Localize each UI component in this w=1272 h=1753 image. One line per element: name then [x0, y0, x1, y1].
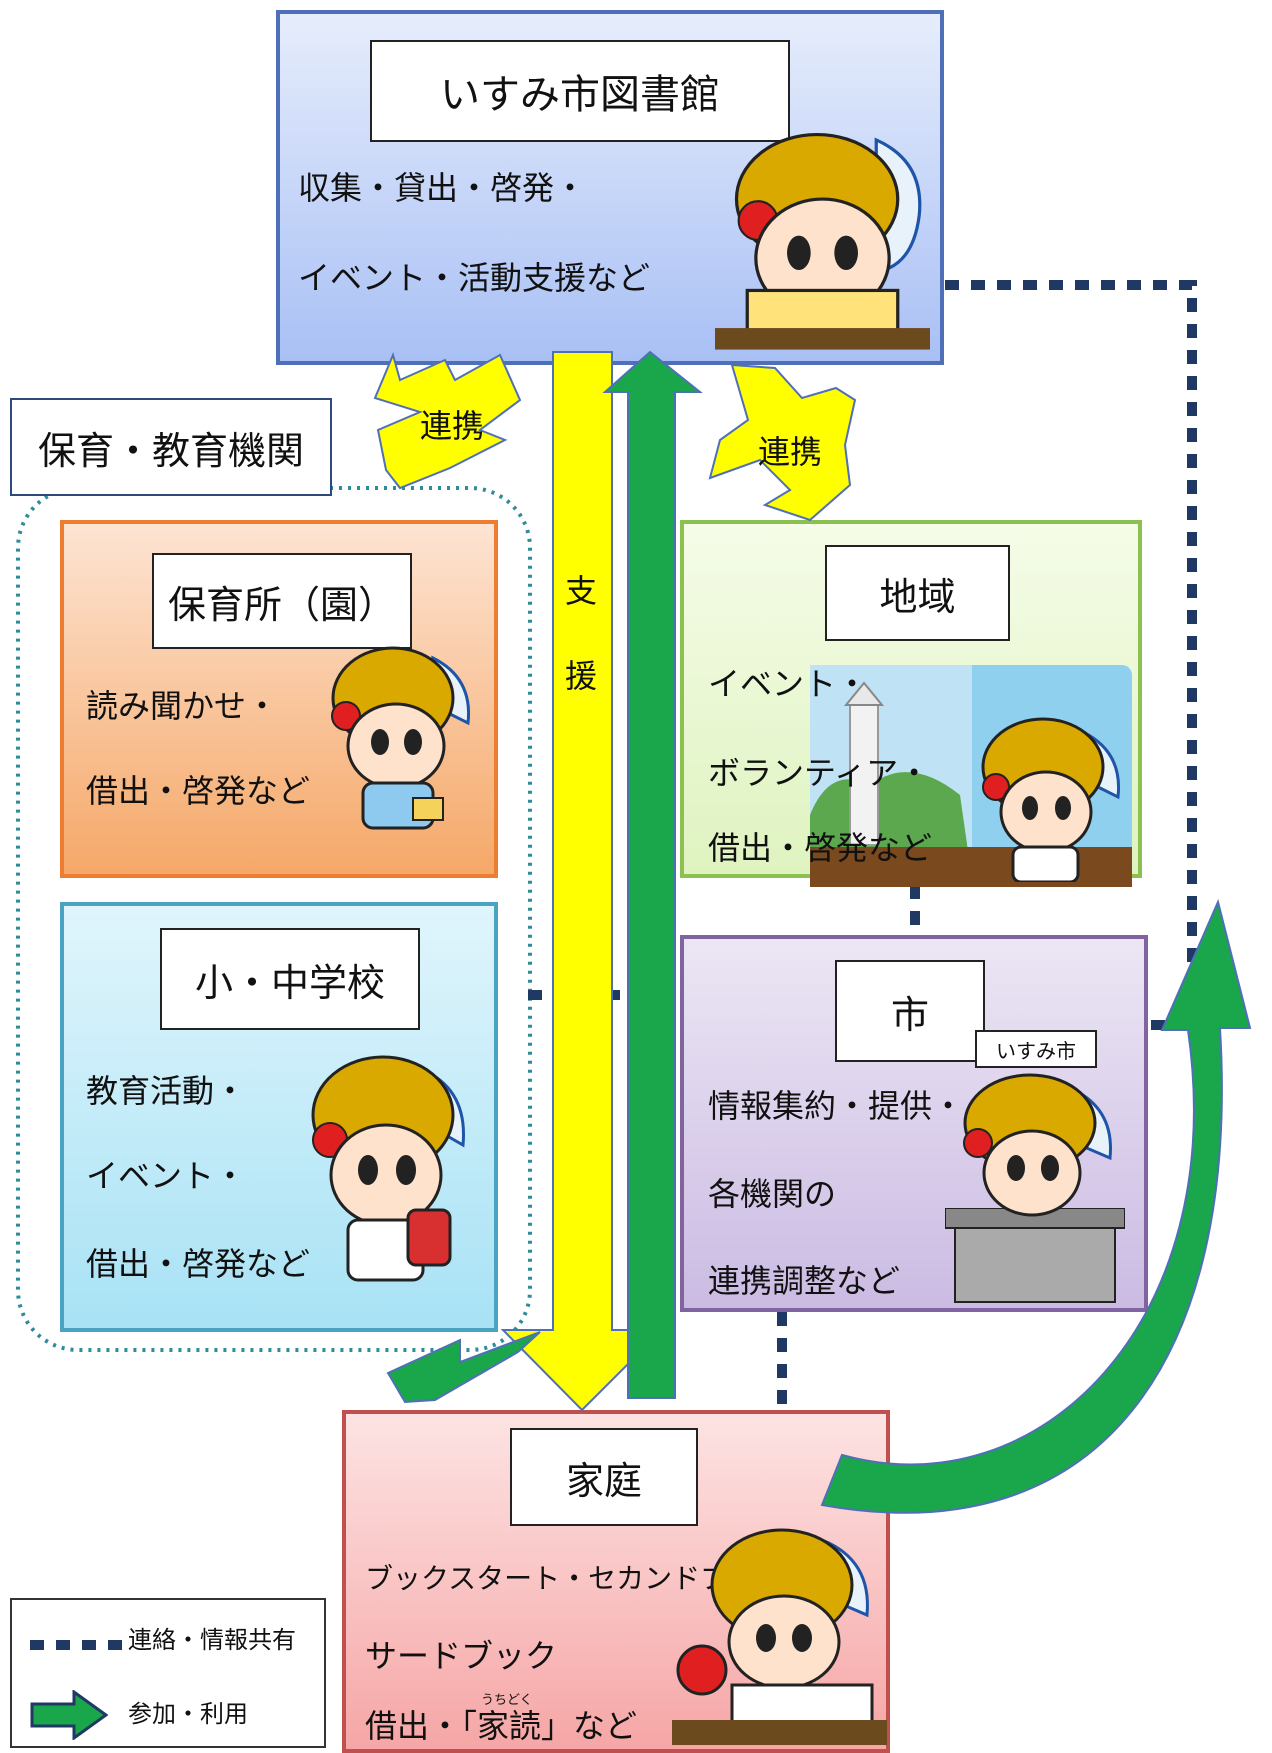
community-line-2: ボランティア・ — [708, 754, 931, 792]
home-line-3-suffix: 」など — [541, 1707, 638, 1745]
nursery-line-2: 借出・啓発など — [86, 772, 311, 810]
participation-arrow-up — [602, 350, 703, 1399]
cooperation-arrow-left — [373, 351, 522, 490]
participation-arrow-city — [820, 898, 1252, 1514]
mascot-reading-image — [715, 132, 930, 350]
cooperation-label-left: 連携 — [420, 407, 485, 445]
community-title: 地域 — [825, 545, 1010, 641]
city-title: 市 — [835, 960, 985, 1062]
desk-icon — [945, 1208, 1125, 1303]
school-line-2: イベント・ — [86, 1157, 247, 1195]
support-label-2: 援 — [565, 657, 598, 695]
legend-dotted-label: 連絡・情報共有 — [128, 1626, 296, 1654]
education-group-boundary — [16, 486, 532, 1352]
school-title: 小・中学校 — [160, 928, 420, 1030]
library-title: いすみ市図書館 — [370, 40, 790, 142]
mascot-nursery-image — [331, 646, 471, 830]
city-line-3: 連携調整など — [708, 1262, 901, 1300]
support-arrow — [500, 351, 665, 1412]
home-line-3-prefix: 借出・「 — [365, 1707, 478, 1745]
school-line-3: 借出・啓発など — [86, 1245, 311, 1283]
cooperation-label-right: 連携 — [758, 433, 823, 471]
cooperation-arrow-right — [708, 363, 857, 522]
legend-arrow-icon — [30, 1690, 108, 1740]
mascot-school-image — [311, 1055, 465, 1282]
home-line-2: サードブック — [365, 1637, 558, 1675]
mascot-community-image — [981, 717, 1121, 882]
home-ruby-text: うちどく — [481, 1693, 533, 1708]
library-line-2: イベント・活動支援など — [298, 259, 651, 297]
school-line-1: 教育活動・ — [86, 1072, 247, 1110]
home-ruby: うちどく家読 — [477, 1694, 542, 1745]
city-sign: いすみ市 — [975, 1030, 1097, 1068]
city-line-2: 各機関の — [708, 1175, 837, 1213]
library-line-1: 収集・貸出・啓発・ — [298, 169, 587, 207]
home-title: 家庭 — [510, 1428, 698, 1526]
legend-dotted-sample — [30, 1640, 130, 1650]
nursery-title: 保育所（園） — [152, 553, 412, 649]
community-line-1: イベント・ — [708, 665, 869, 703]
community-line-3: 借出・啓発など — [708, 829, 933, 867]
education-group-label: 保育・教育機関 — [10, 398, 332, 496]
participation-arrow-school — [386, 1331, 541, 1404]
support-label-1: 支 — [565, 572, 598, 610]
nursery-line-1: 読み聞かせ・ — [86, 687, 279, 725]
mascot-home-image — [672, 1528, 887, 1745]
mascot-city-image — [963, 1073, 1112, 1217]
legend-arrow-label: 参加・利用 — [128, 1700, 248, 1728]
home-ruby-base: 家読 — [477, 1707, 542, 1745]
city-line-1: 情報集約・提供・ — [708, 1087, 965, 1125]
home-line-3: 借出・「うちどく家読」など — [365, 1694, 638, 1745]
